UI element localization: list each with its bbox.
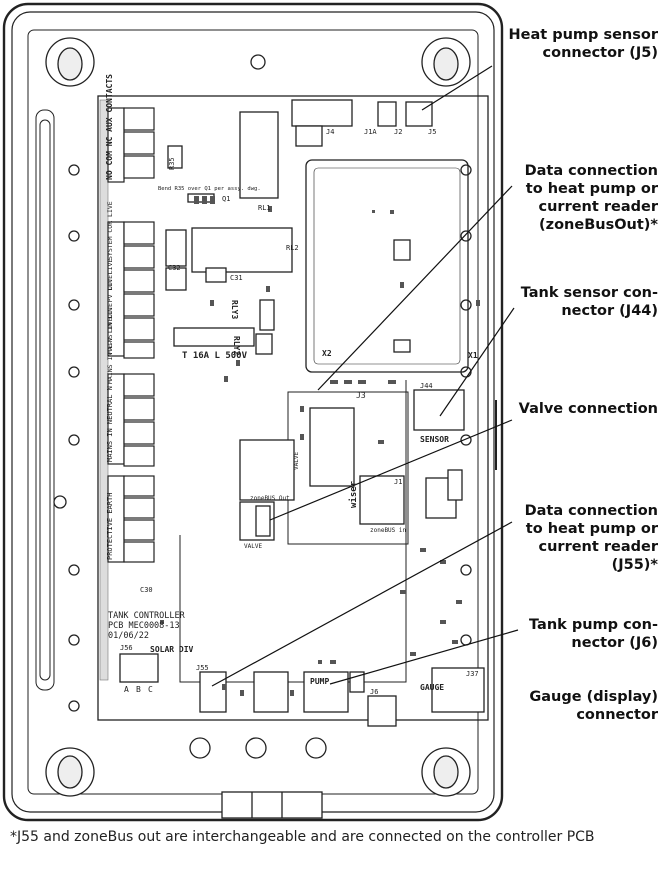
callout-gauge: Gauge (display) connector xyxy=(529,689,658,723)
label-pcb-title-2: PCB MEC0008-13 xyxy=(108,621,180,631)
smd-components xyxy=(160,196,480,696)
label-rl1: RL1 xyxy=(258,204,271,212)
label-c32: C32 xyxy=(168,264,181,272)
label-pcb-title-3: 01/06/22 xyxy=(108,631,149,641)
label-c31: C31 xyxy=(230,274,243,282)
label-valve-bus: VALVE xyxy=(293,452,300,470)
label-out-live: OUT LIVE xyxy=(106,259,114,290)
callout-j5: Heat pump sensor connector (J5) xyxy=(508,27,658,61)
footnote: *J55 and zoneBus out are interchangeable… xyxy=(10,829,595,845)
label-j2: J2 xyxy=(394,128,402,136)
mid-connectors xyxy=(119,389,485,819)
label-system-cor: SYSTEM COR LIVE xyxy=(106,201,114,260)
label-out-pv: OUT PV LIVE xyxy=(106,275,114,318)
label-pcb-title-1: TANK CONTROLLER xyxy=(108,611,186,621)
label-solar-div: SOLAR DIV xyxy=(150,645,194,654)
label-mains-neutral: MAINS IN NEUTRAL N xyxy=(106,386,114,462)
relays xyxy=(165,111,411,355)
mounting-holes xyxy=(45,37,472,797)
label-abc-c: C xyxy=(148,685,153,694)
callout-j55: Data connection to heat pump or current … xyxy=(524,503,658,573)
board-labels: NO COM NC AUX CONTACTS R35 Bend R35 over… xyxy=(105,74,479,696)
label-pump: PUMP xyxy=(310,677,329,686)
label-q1: Q1 xyxy=(222,195,230,203)
label-x1: X1 xyxy=(468,351,478,360)
label-zonebus-out: zoneBUS Out xyxy=(250,495,290,502)
label-j1a: J1A xyxy=(364,128,377,136)
label-bend-r35: Bend R35 over Q1 per assy. dwg. xyxy=(158,186,261,192)
label-fuse: T 16A L 500V xyxy=(182,351,248,361)
label-mains-live: MAINS IN LIVE xyxy=(106,303,114,354)
pcb xyxy=(97,95,489,721)
top-connectors xyxy=(291,99,433,147)
label-j5: J5 xyxy=(428,128,436,136)
label-rl2: RL2 xyxy=(286,244,299,252)
label-x2: X2 xyxy=(322,349,332,358)
label-j55: J55 xyxy=(196,664,209,672)
label-aux-contacts: NO COM NC AUX CONTACTS xyxy=(105,74,114,180)
callout-zonebus: Data connection to heat pump or current … xyxy=(524,163,658,233)
label-gauge: GAUGE xyxy=(420,683,444,692)
label-rly3: RLY3 xyxy=(230,300,239,319)
label-wiser: wiser xyxy=(348,480,359,508)
terminal-blocks xyxy=(107,107,155,563)
label-j4: J4 xyxy=(326,128,334,136)
callout-j44: Tank sensor con- nector (J44) xyxy=(520,285,658,319)
label-j3: J3 xyxy=(356,391,366,400)
label-j56: J56 xyxy=(120,644,133,652)
label-mains-e7: MAINS IN E-7 LIVE xyxy=(106,317,114,384)
label-j37: J37 xyxy=(466,670,479,678)
label-j1: J1 xyxy=(394,478,402,486)
label-abc-a: A xyxy=(124,685,129,694)
label-protective-earth: PROTECTIVE EARTH xyxy=(106,493,114,560)
callout-valve: Valve connection xyxy=(518,401,658,417)
label-sensor: SENSOR xyxy=(420,435,449,444)
label-c30: C30 xyxy=(140,586,153,594)
label-rly2: RLY2 xyxy=(232,336,241,355)
label-j6: J6 xyxy=(370,688,378,696)
label-j44: J44 xyxy=(420,382,433,390)
label-zonebus-in: zoneBUS in xyxy=(370,527,407,534)
callout-j6: Tank pump con- nector (J6) xyxy=(529,617,658,651)
callout-lines xyxy=(211,65,519,687)
label-valve: VALVE xyxy=(244,543,262,550)
label-r35: R35 xyxy=(168,157,176,170)
label-abc-b: B xyxy=(136,685,141,694)
